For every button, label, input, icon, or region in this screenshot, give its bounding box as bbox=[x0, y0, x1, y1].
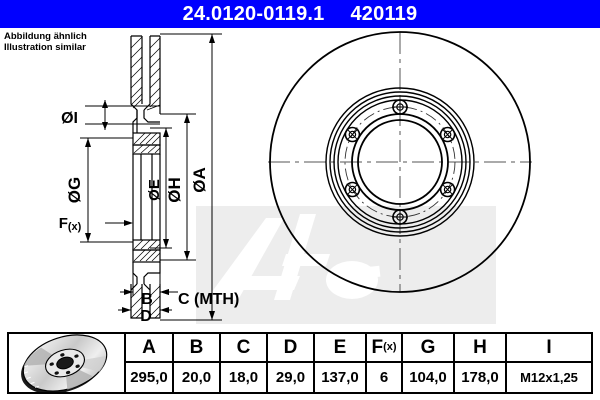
circle-dia-h bbox=[325, 87, 475, 237]
table-value-a: 295,0 bbox=[130, 369, 168, 386]
cross-section-view: ØI ØG ØE bbox=[59, 33, 239, 325]
caption-line-en: Illustration similar bbox=[4, 42, 86, 53]
table-value-f: 6 bbox=[379, 369, 389, 386]
table-column-c: C 18,0 bbox=[221, 334, 268, 392]
centerlines bbox=[268, 32, 532, 292]
table-value-e: 137,0 bbox=[321, 369, 359, 386]
label-dia-a: ØA bbox=[190, 167, 209, 193]
brake-disc-photo bbox=[21, 334, 108, 392]
product-thumbnail-cell bbox=[9, 334, 126, 392]
dimension-c bbox=[160, 289, 178, 295]
table-header-b: B bbox=[174, 334, 219, 363]
section-hatching-upper-ring bbox=[133, 132, 161, 154]
label-d: D bbox=[140, 308, 152, 325]
ate-watermark: R bbox=[196, 206, 496, 324]
table-value-i: M12x1,25 bbox=[520, 370, 578, 385]
table-header-h: H bbox=[455, 334, 505, 363]
label-dia-g: ØG bbox=[65, 177, 84, 203]
illustration-caption: Abbildung ähnlich Illustration similar bbox=[4, 31, 87, 53]
label-dia-i: ØI bbox=[61, 110, 78, 127]
bolt-hole bbox=[392, 209, 408, 225]
label-dia-e: ØE bbox=[146, 179, 163, 201]
bolt-hole bbox=[439, 126, 456, 143]
table-column-e: E 137,0 bbox=[315, 334, 367, 392]
table-header-f: F(x) bbox=[367, 334, 401, 363]
table-value-d: 29,0 bbox=[275, 369, 306, 386]
table-columns: A 295,0 B 20,0 C 18,0 D 29,0 E 137,0 F(x… bbox=[126, 334, 591, 392]
table-value-g: 104,0 bbox=[409, 369, 447, 386]
table-column-b: B 20,0 bbox=[174, 334, 221, 392]
dimension-dia-g bbox=[80, 137, 133, 243]
dimension-d bbox=[118, 296, 172, 314]
table-header-f-letter: F bbox=[371, 337, 384, 358]
table-header-i: I bbox=[507, 334, 591, 363]
dimension-dia-a bbox=[160, 33, 222, 321]
dimension-dia-h bbox=[160, 113, 196, 261]
circle-ring-2 bbox=[333, 95, 467, 229]
circle-outer-dia-a bbox=[269, 31, 531, 293]
front-view bbox=[268, 31, 532, 293]
table-column-d: D 29,0 bbox=[268, 334, 315, 392]
article-number: 420119 bbox=[350, 3, 418, 25]
dimension-dia-e bbox=[150, 127, 172, 249]
table-header-a: A bbox=[126, 334, 172, 363]
section-hatching-bottom bbox=[130, 285, 161, 319]
table-value-b: 20,0 bbox=[181, 369, 212, 386]
label-fx: F(x) bbox=[59, 215, 82, 233]
table-column-g: G 104,0 bbox=[403, 334, 455, 392]
header-bar: 24.0120-0119.1 420119 bbox=[0, 0, 600, 28]
table-header-c: C bbox=[221, 334, 266, 363]
table-header-f-sub: (x) bbox=[383, 341, 397, 353]
table-header-g: G bbox=[403, 334, 453, 363]
leader-fx bbox=[105, 220, 133, 226]
table-header-e: E bbox=[315, 334, 365, 363]
drawing-area: R bbox=[0, 28, 600, 326]
circle-ring-1 bbox=[329, 91, 471, 233]
label-c-mth: C (MTH) bbox=[178, 291, 239, 308]
dimension-dia-i bbox=[85, 100, 160, 130]
bolt-hole bbox=[392, 99, 408, 115]
circle-centre-bore-dia-i bbox=[357, 119, 443, 205]
bolt-hole bbox=[439, 181, 456, 198]
section-hatching-top-right bbox=[146, 37, 161, 111]
table-value-c: 18,0 bbox=[228, 369, 259, 386]
table-column-i: I M12x1,25 bbox=[507, 334, 591, 392]
brake-disc-technical-drawing: R bbox=[59, 31, 532, 325]
table-column-h: H 178,0 bbox=[455, 334, 507, 392]
part-number: 24.0120-0119.1 bbox=[182, 3, 325, 25]
caption-line-de: Abbildung ähnlich bbox=[4, 31, 87, 42]
label-dia-h: ØH bbox=[165, 177, 184, 203]
section-hatching-top-left bbox=[130, 36, 143, 109]
section-hatching-lower-ring bbox=[133, 239, 161, 262]
bolt-holes bbox=[344, 99, 456, 225]
table-header-d: D bbox=[268, 334, 313, 363]
specification-table: A 295,0 B 20,0 C 18,0 D 29,0 E 137,0 F(x… bbox=[7, 332, 593, 394]
table-value-h: 178,0 bbox=[461, 369, 499, 386]
label-b: B bbox=[141, 291, 153, 308]
bolt-hole bbox=[344, 126, 361, 143]
table-column-a: A 295,0 bbox=[126, 334, 174, 392]
bolt-hole bbox=[344, 181, 361, 198]
table-column-f: F(x) 6 bbox=[367, 334, 403, 392]
svg-text:R: R bbox=[389, 292, 395, 301]
